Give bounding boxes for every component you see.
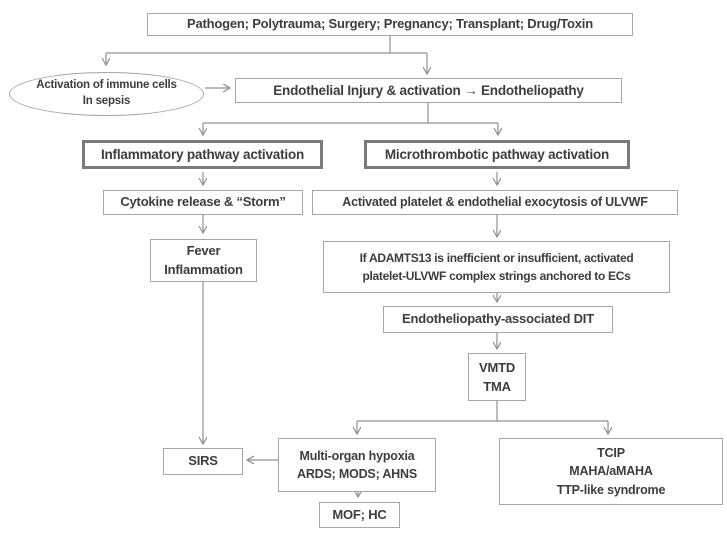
- node-immune-activation: Activation of immune cells In sepsis: [9, 72, 204, 116]
- node-sirs: SIRS: [163, 448, 243, 475]
- node-inflammatory-label: Inflammatory pathway activation: [100, 146, 305, 162]
- node-platelet-exocytosis-label: Activated platelet & endothelial exocyto…: [342, 195, 648, 210]
- node-inflammatory-pathway: Inflammatory pathway activation: [82, 140, 323, 169]
- node-sirs-label: SIRS: [188, 453, 218, 469]
- node-adamts13-line1: If ADAMTS13 is inefficient or insufficie…: [359, 251, 634, 265]
- node-tcip-line3: TTP-like syndrome: [556, 482, 666, 497]
- node-fever-inflammation: Fever Inflammation: [150, 239, 257, 282]
- node-tcip-line1: TCIP: [597, 446, 625, 461]
- node-microthrombotic-label: Microthrombotic pathway activation: [384, 146, 610, 162]
- node-vmtd-line2: TMA: [483, 379, 511, 394]
- node-cytokine-label: Cytokine release & “Storm”: [120, 194, 286, 210]
- node-multiorgan-hypoxia: Multi-organ hypoxia ARDS; MODS; AHNS: [278, 438, 436, 492]
- node-multiorgan-line1: Multi-organ hypoxia: [299, 448, 415, 463]
- node-fever-line2: Inflammation: [164, 261, 243, 277]
- node-vmtd-line1: VMTD: [478, 359, 516, 375]
- node-tcip-syndrome: TCIP MAHA/aMAHA TTP-like syndrome: [499, 438, 723, 505]
- node-immune-line2: In sepsis: [82, 95, 131, 107]
- node-immune-line1: Activation of immune cells: [36, 79, 177, 92]
- node-tcip-line2: MAHA/aMAHA: [569, 464, 653, 479]
- node-mof-hc: MOF; HC: [319, 502, 400, 528]
- node-cytokine-storm: Cytokine release & “Storm”: [103, 190, 303, 215]
- node-platelet-exocytosis: Activated platelet & endothelial exocyto…: [312, 190, 678, 215]
- node-triggers-label: Pathogen; Polytrauma; Surgery; Pregnancy…: [187, 16, 593, 32]
- node-vmtd-tma: VMTD TMA: [468, 353, 526, 401]
- node-multiorgan-line2: ARDS; MODS; AHNS: [297, 467, 417, 481]
- node-microthrombotic-pathway: Microthrombotic pathway activation: [364, 140, 630, 169]
- node-dit-label: Endotheliopathy-associated DIT: [402, 311, 594, 327]
- node-endothelial-label: Endothelial Injury & activation → Endoth…: [273, 82, 584, 98]
- node-endotheliopathy-dit: Endotheliopathy-associated DIT: [383, 306, 613, 333]
- node-mof-label: MOF; HC: [332, 506, 387, 522]
- node-adamts13-line2: platelet-ULVWF complex strings anchored …: [362, 269, 631, 283]
- node-adamts13: If ADAMTS13 is inefficient or insufficie…: [323, 241, 670, 293]
- node-fever-line1: Fever: [186, 243, 221, 259]
- node-triggers: Pathogen; Polytrauma; Surgery; Pregnancy…: [147, 13, 633, 36]
- node-endothelial-injury: Endothelial Injury & activation → Endoth…: [235, 78, 622, 103]
